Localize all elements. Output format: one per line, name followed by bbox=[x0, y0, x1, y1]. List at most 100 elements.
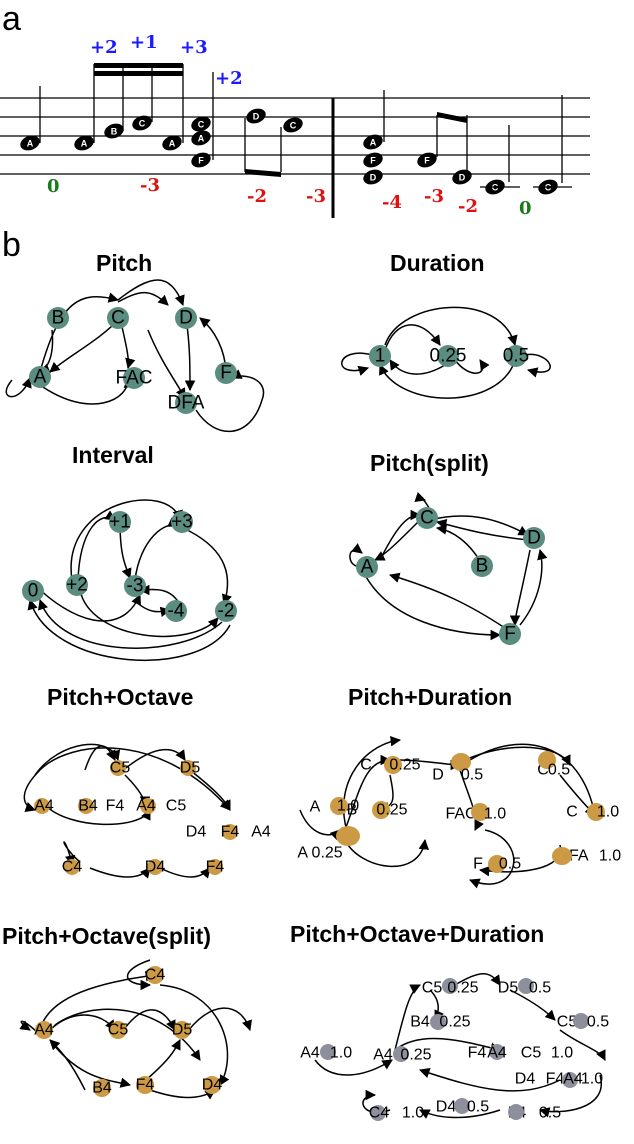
graph-node-label: 0.25 bbox=[447, 980, 478, 997]
graph-node bbox=[207, 859, 223, 875]
graph-node bbox=[320, 1044, 336, 1060]
graph-node-label: C bbox=[566, 804, 578, 821]
graph-edge bbox=[384, 324, 441, 351]
graph-node bbox=[78, 798, 94, 814]
graph-node-label: B bbox=[347, 802, 358, 819]
graph-edge bbox=[394, 1037, 502, 1053]
graph-node-label: B4 bbox=[410, 1014, 430, 1031]
graph-node-label: 1.0 bbox=[581, 1071, 603, 1088]
graph-edge bbox=[34, 584, 141, 622]
graph-edge bbox=[127, 959, 152, 991]
graph-node bbox=[29, 366, 51, 388]
graph-node-label: -3 bbox=[127, 576, 144, 597]
graph-edge bbox=[117, 291, 169, 306]
graph-node-label: A4 bbox=[136, 798, 156, 815]
graph-title-pitch-duration: Pitch+Duration bbox=[348, 684, 512, 710]
graph-edge bbox=[38, 599, 223, 649]
graph-node-label: 0.5 bbox=[539, 1105, 561, 1122]
notehead-letter: C bbox=[139, 119, 146, 129]
graph-node-label: 0.5 bbox=[587, 1014, 609, 1031]
graph-title-interval: Interval bbox=[72, 442, 154, 468]
notehead: B bbox=[104, 123, 124, 139]
graph-node-label: B bbox=[52, 308, 65, 329]
graph-node-label: 1.0 bbox=[402, 1105, 424, 1122]
graph-edge bbox=[49, 1039, 86, 1091]
notehead-letter: A bbox=[169, 139, 176, 149]
graph-node bbox=[215, 362, 237, 384]
graph-node-label: A bbox=[361, 557, 374, 578]
graph-node bbox=[34, 798, 50, 814]
graph-edge bbox=[509, 549, 531, 627]
notehead-letter: D bbox=[459, 173, 466, 183]
graph-node-label: 0.5 bbox=[461, 767, 483, 784]
graph-node-label: D5 bbox=[172, 1022, 193, 1039]
graph-node-label: F4 bbox=[206, 859, 225, 876]
graph-node bbox=[384, 756, 402, 774]
graph-edge bbox=[344, 838, 430, 867]
graph-edge bbox=[364, 574, 502, 641]
graph-edge bbox=[119, 1009, 176, 1036]
notehead: D bbox=[246, 108, 266, 124]
graph-node-label: F4 bbox=[221, 824, 240, 841]
graph-node-label: F4 bbox=[546, 1071, 565, 1088]
graph-node-label: 0.5 bbox=[467, 1099, 489, 1116]
graph-node-label: A4 bbox=[300, 1045, 320, 1062]
graph-node-label: FAC bbox=[445, 806, 476, 823]
graph-node bbox=[107, 307, 129, 329]
graph-node-label: 0.25 bbox=[439, 1014, 470, 1031]
graph-node-label: 0.25 bbox=[400, 1047, 431, 1064]
graph-node-label: 0.5 bbox=[499, 856, 521, 873]
graph-node-label: C5 bbox=[108, 1022, 129, 1039]
graph-node bbox=[523, 527, 545, 549]
graph-edge bbox=[117, 279, 185, 306]
graph-node-label: A bbox=[34, 367, 47, 388]
graph-edge bbox=[388, 572, 506, 629]
interval-label: -4 bbox=[382, 192, 402, 213]
notehead-letter: A bbox=[198, 134, 205, 144]
notehead: A bbox=[74, 135, 94, 151]
graph-node bbox=[109, 511, 131, 533]
graph-edge bbox=[419, 1109, 501, 1119]
graph-edge bbox=[559, 1029, 606, 1061]
graph-edge bbox=[182, 527, 232, 605]
graph-edge bbox=[435, 519, 529, 541]
graph-edge bbox=[70, 499, 183, 581]
noteheads: AABCACAFDCAFDFDCC bbox=[20, 108, 572, 195]
notehead-letter: C bbox=[290, 121, 297, 131]
graph-node-label: C bbox=[537, 762, 549, 779]
graph-edge bbox=[184, 1007, 252, 1036]
graph-node bbox=[330, 797, 348, 815]
graph-node bbox=[215, 600, 237, 622]
staff bbox=[0, 97, 590, 218]
graph-node bbox=[64, 859, 80, 875]
notehead: A bbox=[162, 135, 182, 151]
graph-node bbox=[66, 574, 88, 596]
graph-node bbox=[123, 367, 145, 389]
graph-title-pitch-split: Pitch(split) bbox=[370, 450, 489, 476]
graph-node-label: DFA bbox=[168, 393, 205, 414]
graph-node bbox=[489, 1044, 505, 1060]
graph-node bbox=[175, 392, 197, 414]
graph-node bbox=[573, 1013, 589, 1029]
graph-node-label: 0.5 bbox=[529, 980, 551, 997]
graph-edge bbox=[195, 369, 265, 433]
graph-node-label: D bbox=[527, 528, 541, 549]
graph-edge bbox=[429, 515, 529, 536]
graph-node-label: D5 bbox=[498, 980, 519, 997]
graph-node bbox=[173, 1021, 191, 1039]
graph-node-label: D4 bbox=[436, 1099, 457, 1116]
interval-label: -2 bbox=[247, 186, 267, 207]
graph-node-label: C bbox=[360, 757, 372, 774]
graph-title-duration: Duration bbox=[390, 250, 485, 276]
notehead: F bbox=[191, 152, 211, 168]
notehead: C bbox=[283, 117, 303, 133]
graph-edge bbox=[79, 589, 219, 638]
graph-node-label: B4 bbox=[78, 798, 98, 815]
graph-node-label: A4 bbox=[34, 798, 54, 815]
graph-node bbox=[124, 575, 146, 597]
graph-node-label: 0.5 bbox=[503, 346, 529, 367]
graph-node-label: C4 bbox=[62, 859, 83, 876]
notehead-letter: A bbox=[81, 139, 88, 149]
graph-node-label: FAC bbox=[116, 368, 153, 389]
